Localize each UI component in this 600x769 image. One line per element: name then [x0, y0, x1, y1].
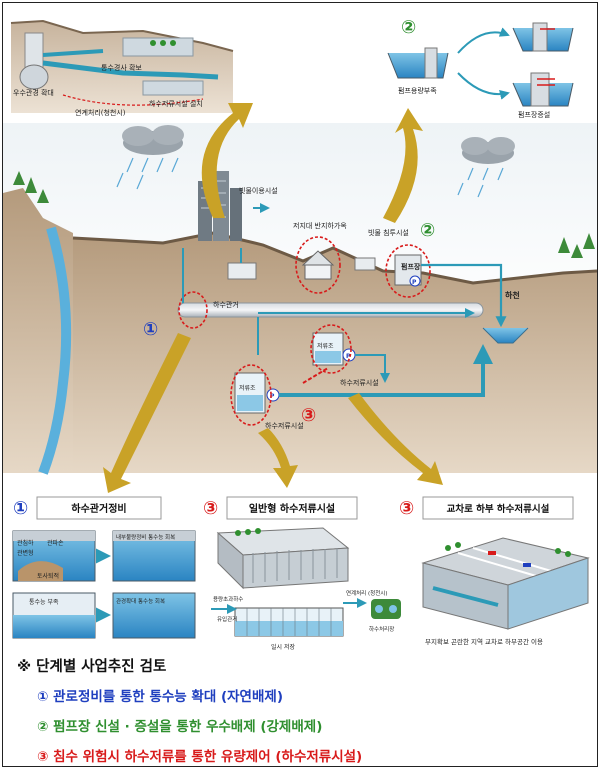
- bottom-panel-3: ③ 교차로 하부 하수저류시설 부지확보 곤란한 지역 교차로 하부공간 이용: [399, 496, 590, 646]
- p2-label-linked: 연계처리 (청천시): [346, 589, 387, 597]
- tl-label-pipe-enlarge: 우수관경 확대: [13, 88, 54, 97]
- top-left-panel: 통수경사 확보 우수관경 확대 하수저류시설 설치 연계처리(청천시): [10, 19, 234, 117]
- p3-label-note: 부지확보 곤란한 지역 교차로 하부공간 이용: [425, 637, 543, 646]
- marker-1-bottom: ①: [13, 498, 28, 519]
- treatment-plant-icon: [371, 599, 401, 619]
- label-tank-2: 저류조: [239, 384, 256, 392]
- p1-label-break: 관파손: [47, 539, 64, 547]
- panel-3-title: 교차로 하부 하수저류시설: [447, 503, 550, 515]
- label-storage-2: 하수저류시설: [265, 421, 304, 430]
- label-tank-1: 저류조: [317, 342, 334, 350]
- p1-label-restore-1: 내부불량정비 통수능 회복: [116, 533, 175, 541]
- cloud-left-icon: [116, 125, 184, 190]
- tl-label-storage: 하수저류시설 설치: [149, 99, 203, 108]
- tr-label-pump-short: 펌프용량부족: [398, 86, 437, 95]
- pump-p-3: P: [270, 393, 275, 400]
- pump-p-2: P: [346, 353, 351, 360]
- summary-item-1: ① 관로정비를 통한 통수능 확대 (자연배제): [37, 689, 283, 705]
- p1-label-sediment: 토사퇴적: [37, 572, 59, 580]
- summary-section: ※ 단계별 사업추진 검토 ① 관로정비를 통한 통수능 확대 (자연배제) ②…: [17, 655, 587, 766]
- marker-2-top: ②: [401, 17, 416, 38]
- tl-label-linked: 연계처리(청천시): [75, 108, 126, 117]
- label-river: 하천: [505, 290, 520, 300]
- house-icon: [301, 250, 335, 280]
- p2-label-plant: 하수처리장: [369, 625, 394, 633]
- marker-1-center: ①: [143, 319, 158, 340]
- top-right-panel: ② 펌프용량부족 펌프장증설: [387, 17, 574, 119]
- label-storage-1: 하수저류시설: [340, 378, 379, 387]
- label-infiltration: 빗물 침투시설: [368, 228, 409, 237]
- tl-label-slope: 통수경사 확보: [101, 63, 142, 72]
- cloud-right-icon: [457, 137, 515, 198]
- summary-heading: ※ 단계별 사업추진 검토: [17, 659, 167, 675]
- label-rainwater-use: 빗물이용시설: [239, 186, 278, 195]
- marker-3-bottom-b: ③: [399, 498, 414, 519]
- bottom-panel-2: ③ 일반형 하수저류시설 용량초과하수 유입관거 연계처리 (청천시) 일시 저…: [203, 496, 401, 651]
- label-low-house: 저지대 반지하가옥: [293, 221, 347, 230]
- p1-label-restore-2: 관경확대 통수능 회복: [116, 597, 165, 605]
- panel-2-title: 일반형 하수저류시설: [249, 502, 335, 515]
- summary-item-3: ③ 침수 위험시 하수저류를 통한 유량제어 (하수저류시설): [37, 749, 363, 765]
- bottom-panel-1: ① 하수관거정비 관침하 관파손 관변형 토사퇴적 내부불량정비 통수능 회복 …: [12, 496, 196, 639]
- p2-label-inflow: 유입관거: [217, 615, 237, 623]
- gold-arrows: [103, 103, 443, 493]
- marker-2-center: ②: [420, 220, 435, 241]
- center-scene: 빗물이용시설 저지대 반지하가옥 빗물 침투시설 P 펌프장 ② 하수관거 ① …: [3, 123, 597, 475]
- diagram-canvas: 통수경사 확보 우수관경 확대 하수저류시설 설치 연계처리(청천시) ② 펌프…: [3, 17, 597, 651]
- label-pump-station: 펌프장: [401, 262, 421, 271]
- p1-label-shortage: 통수능 부족: [29, 599, 59, 606]
- marker-3-center: ③: [301, 405, 316, 426]
- p1-label-deform: 관변형: [17, 549, 34, 557]
- p2-label-temp-storage: 일시 저장: [271, 643, 295, 651]
- marker-3-bottom-a: ③: [203, 498, 218, 519]
- label-sewer-pipe: 하수관거: [213, 300, 239, 309]
- panel-1-title: 하수관거정비: [71, 502, 126, 515]
- tr-label-pump-expand: 펌프장증설: [518, 110, 550, 119]
- p2-label-overflow: 용량초과하수: [213, 595, 243, 603]
- pump-p-1: P: [412, 279, 417, 286]
- summary-item-2: ② 펌프장 신설 · 증설을 통한 우수배제 (강제배제): [37, 719, 323, 735]
- p1-label-sink: 관침하: [17, 539, 34, 547]
